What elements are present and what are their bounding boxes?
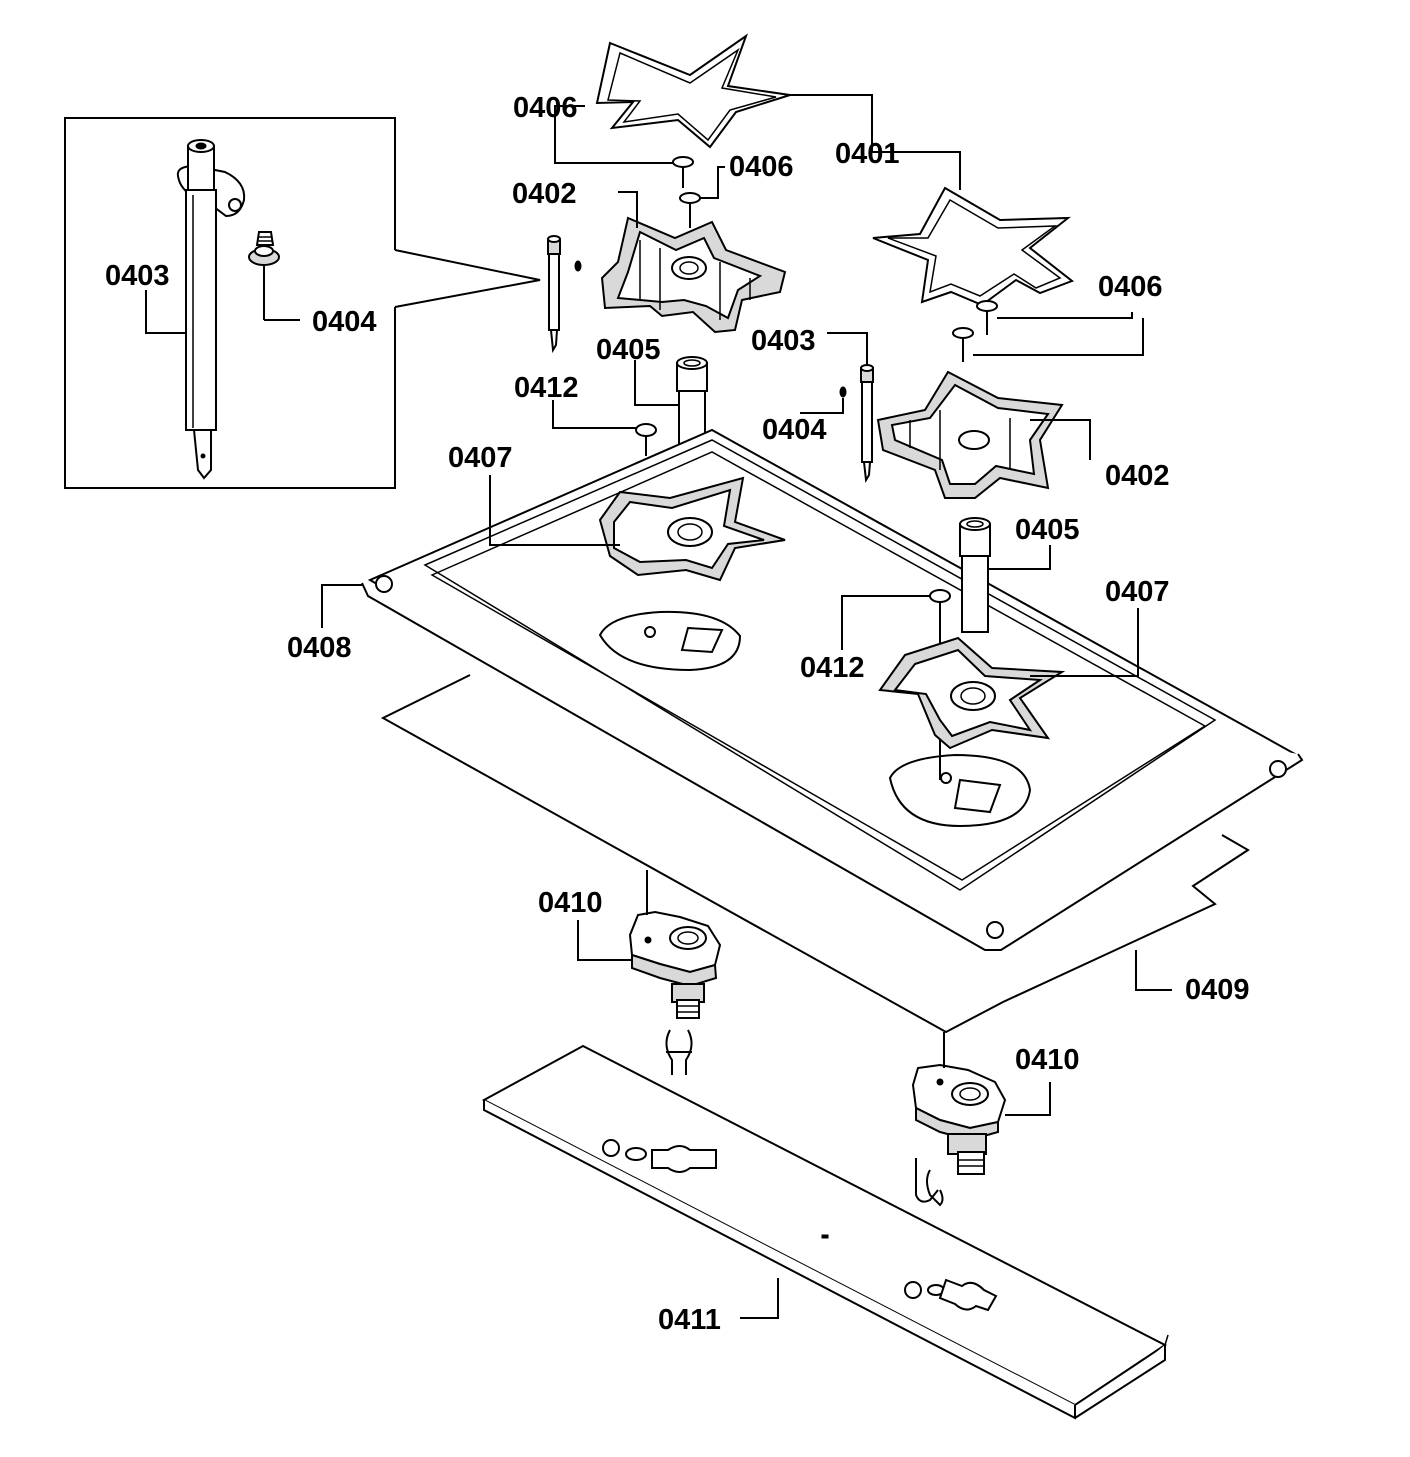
label-0410-left: 0410 xyxy=(538,887,603,919)
label-0401: 0401 xyxy=(835,138,900,170)
inset-igniter-electrode xyxy=(176,139,246,480)
label-0403-right: 0403 xyxy=(751,325,816,357)
burner-base-upper xyxy=(600,191,787,334)
label-0402-right: 0402 xyxy=(1105,460,1170,492)
burner-ring-0407-right xyxy=(878,608,1139,750)
control-bar-0411 xyxy=(481,1044,1169,1420)
label-0406-right: 0406 xyxy=(1098,271,1163,303)
label-0406-mid: 0406 xyxy=(729,151,794,183)
label-0409: 0409 xyxy=(1185,974,1250,1006)
gas-valve-0410-right xyxy=(911,1032,1051,1207)
igniter-electrode-right xyxy=(800,332,874,484)
label-0402-upper: 0402 xyxy=(512,178,577,210)
screw-0412-upper xyxy=(552,400,657,456)
label-0412-upper: 0412 xyxy=(514,372,579,404)
detail-inset xyxy=(64,117,541,489)
igniter-electrode-upper xyxy=(547,235,582,354)
label-0403-inset: 0403 xyxy=(105,260,170,292)
screw-0406-upper-b xyxy=(679,166,725,228)
label-0407-right: 0407 xyxy=(1105,576,1170,608)
label-0404-inset: 0404 xyxy=(312,306,377,338)
label-0411: 0411 xyxy=(658,1304,721,1336)
burner-base-right xyxy=(876,370,1091,499)
hob-plate-0408 xyxy=(321,428,1304,951)
screw-0406-right xyxy=(952,300,1144,362)
label-0408: 0408 xyxy=(287,632,352,664)
label-0406-top: 0406 xyxy=(513,92,578,124)
screw-0406-upper-a xyxy=(554,105,694,188)
label-0410-right: 0410 xyxy=(1015,1044,1080,1076)
label-0404-right: 0404 xyxy=(762,414,827,446)
gas-valve-0410-left xyxy=(577,870,722,1075)
burner-cap-right xyxy=(872,151,1075,307)
label-0405-upper: 0405 xyxy=(596,334,661,366)
gasket-0409 xyxy=(380,674,1250,1034)
inset-screw xyxy=(248,231,300,321)
burner-cap-upper xyxy=(595,33,915,153)
label-0412-right: 0412 xyxy=(800,652,865,684)
injector-0405-right xyxy=(959,517,1051,633)
burner-ring-0407-upper xyxy=(489,475,786,582)
label-0407-upper: 0407 xyxy=(448,442,513,474)
label-0405-right: 0405 xyxy=(1015,514,1080,546)
